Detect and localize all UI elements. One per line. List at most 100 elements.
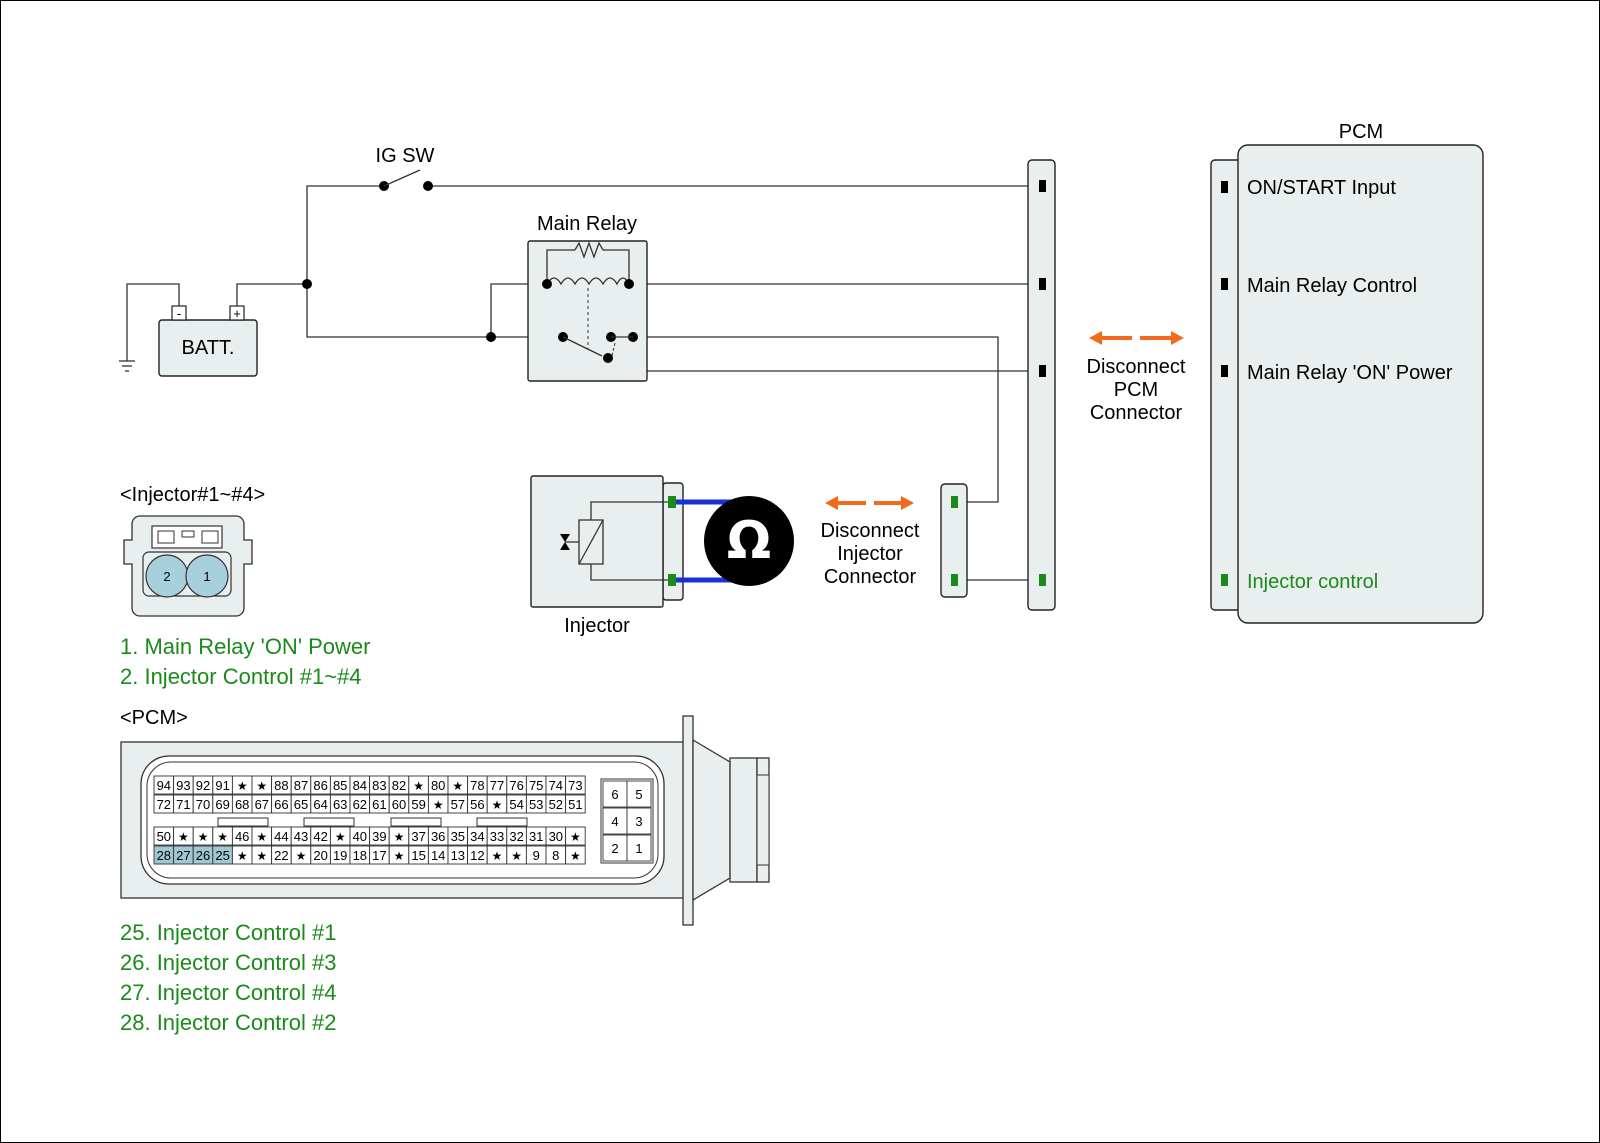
battery: - + BATT. — [158, 305, 258, 377]
pcm-pin-label: 37 — [411, 829, 425, 844]
pcm-small-pin-cell — [626, 780, 652, 808]
pcm-pin-unused-star: ★ — [511, 849, 522, 863]
pcm-pin-label: 75 — [529, 778, 543, 793]
pcm-pin-label: 57 — [451, 797, 465, 812]
pcm-small-pin-label: 1 — [635, 841, 642, 856]
pcm-pin-cell — [565, 826, 586, 846]
pcm-small-pin-label: 6 — [611, 787, 618, 802]
pcm-pin-label: 85 — [333, 778, 347, 793]
pcm-unit: PCM ON/START Input Main Relay Control Ma… — [1210, 121, 1484, 624]
disconnect-injector-line1: Disconnect — [821, 520, 920, 542]
pcm-pin-label: 68 — [235, 797, 249, 812]
pcm-harness-connector — [1027, 159, 1056, 611]
pcm-pin-label: 30 — [549, 829, 563, 844]
pcm-pin-unused-star: ★ — [178, 830, 189, 844]
pcm-legend-26: 26. Injector Control #3 — [120, 950, 336, 975]
pcm-small-pin-label: 4 — [611, 814, 618, 829]
injector-connector-title: <Injector#1~#4> — [120, 484, 265, 506]
ohmmeter: Ω — [676, 496, 794, 586]
injector-label: Injector — [564, 615, 630, 637]
pcm-pin-label: 25 — [215, 848, 229, 863]
pcm-pin-unused-star: ★ — [217, 830, 228, 844]
pcm-pin-label: 61 — [372, 797, 386, 812]
pcm-pin-unused-star: ★ — [492, 849, 503, 863]
pcm-pin-label: 9 — [533, 848, 540, 863]
pcm-pin-unused-star: ★ — [198, 830, 209, 844]
injector: Injector — [530, 475, 684, 637]
battery-minus-label: - — [177, 306, 181, 321]
pcm-pin-main-relay-on-power: Main Relay 'ON' Power — [1247, 362, 1453, 384]
pcm-small-pin-cell — [602, 834, 628, 862]
battery-label: BATT. — [182, 337, 235, 359]
pcm-pin-label: 22 — [274, 848, 288, 863]
pcm-pin-label: 35 — [451, 829, 465, 844]
pcm-pin-label: 84 — [353, 778, 367, 793]
disconnect-pcm-annotation: Disconnect PCM Connector — [1087, 331, 1186, 424]
pcm-pin-label: 77 — [490, 778, 504, 793]
pcm-pin-unused-star: ★ — [570, 849, 581, 863]
pcm-pin-label: 39 — [372, 829, 386, 844]
pcm-legend-25: 25. Injector Control #1 — [120, 920, 336, 945]
pcm-pin-label: 66 — [274, 797, 288, 812]
pcm-pin-label: 62 — [353, 797, 367, 812]
pcm-pin-label: 59 — [411, 797, 425, 812]
ig-sw-label: IG SW — [376, 145, 435, 167]
ignition-switch: IG SW — [376, 145, 435, 191]
pcm-pin-label: 33 — [490, 829, 504, 844]
pcm-pin-label: 15 — [411, 848, 425, 863]
pcm-pin-label: 12 — [470, 848, 484, 863]
disconnect-injector-line3: Connector — [824, 566, 917, 588]
injector-pin-1: 1 — [203, 569, 210, 584]
pcm-legend-28: 28. Injector Control #2 — [120, 1010, 336, 1035]
pcm-pin-unused-star: ★ — [452, 779, 463, 793]
pcm-pin-label: 88 — [274, 778, 288, 793]
pcm-pin-label: 94 — [157, 778, 171, 793]
pcm-pin-label: 76 — [509, 778, 523, 793]
pcm-pin-unused-star: ★ — [335, 830, 346, 844]
pcm-pin-label: 87 — [294, 778, 308, 793]
pcm-pin-label: 46 — [235, 829, 249, 844]
pcm-pin-label: 40 — [353, 829, 367, 844]
pcm-pin-label: 80 — [431, 778, 445, 793]
pcm-pin-label: 73 — [568, 778, 582, 793]
orange-arrows-icon — [1089, 331, 1184, 345]
pcm-pin-cell — [565, 845, 586, 865]
ohm-icon: Ω — [727, 511, 771, 571]
pcm-pin-label: 78 — [470, 778, 484, 793]
pcm-pin-label: 43 — [294, 829, 308, 844]
pcm-pin-label: 63 — [333, 797, 347, 812]
pcm-pin-label: 17 — [372, 848, 386, 863]
pcm-title: PCM — [1339, 121, 1383, 143]
pcm-pin-unused-star: ★ — [433, 798, 444, 812]
pcm-pin-label: 8 — [552, 848, 559, 863]
pcm-connector-title: <PCM> — [120, 707, 188, 729]
pcm-pin-label: 18 — [353, 848, 367, 863]
pcm-pin-label: 71 — [176, 797, 190, 812]
pcm-small-pin-cell — [602, 780, 628, 808]
pcm-pin-label: 32 — [509, 829, 523, 844]
pcm-pin-unused-star: ★ — [570, 830, 581, 844]
pcm-pin-label: 14 — [431, 848, 445, 863]
injector-legend-2: 2. Injector Control #1~#4 — [120, 664, 362, 689]
pcm-pin-label: 36 — [431, 829, 445, 844]
pcm-pin-label: 69 — [215, 797, 229, 812]
injector-harness-connector — [940, 483, 968, 598]
pcm-pin-label: 74 — [549, 778, 563, 793]
pcm-pin-label: 56 — [470, 797, 484, 812]
pcm-pin-label: 51 — [568, 797, 582, 812]
pcm-pin-label: 34 — [470, 829, 484, 844]
pcm-pin-label: 83 — [372, 778, 386, 793]
pcm-pin-label: 50 — [157, 829, 171, 844]
pcm-pin-unused-star: ★ — [296, 849, 307, 863]
pcm-small-pin-cell — [626, 834, 652, 862]
pcm-pin-label: 27 — [176, 848, 190, 863]
pcm-pin-label: 44 — [274, 829, 288, 844]
pcm-pin-label: 86 — [313, 778, 327, 793]
pcm-pin-label: 52 — [549, 797, 563, 812]
pcm-pin-on-start-input: ON/START Input — [1247, 177, 1396, 199]
pcm-pin-unused-star: ★ — [413, 779, 424, 793]
pcm-pin-label: 70 — [196, 797, 210, 812]
